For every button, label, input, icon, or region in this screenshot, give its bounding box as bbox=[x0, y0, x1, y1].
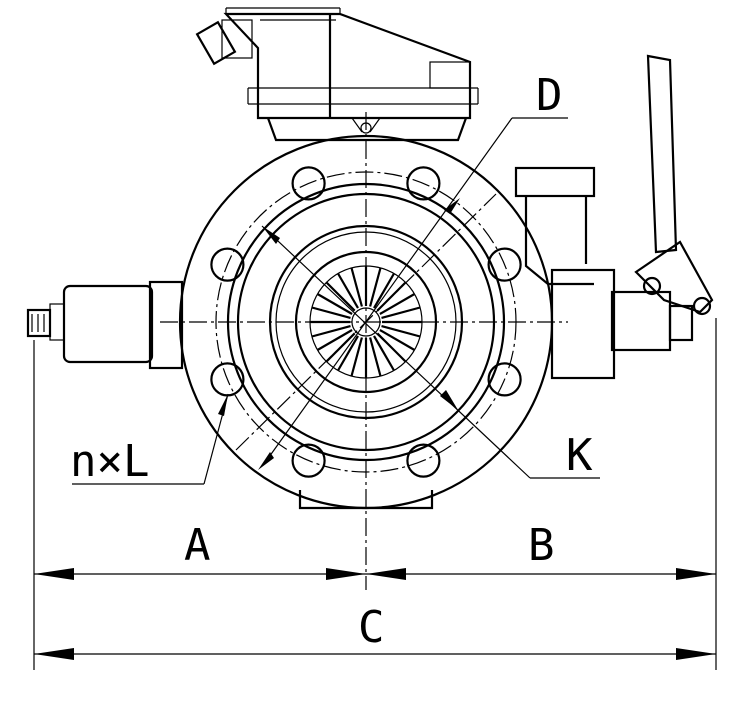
label-nxl: n×L bbox=[70, 436, 149, 487]
spoke bbox=[373, 272, 395, 309]
right-valve-assembly bbox=[514, 54, 714, 380]
spoke bbox=[350, 267, 363, 307]
arrowhead-c-left bbox=[34, 648, 74, 660]
arrowhead-nxl bbox=[218, 394, 228, 416]
arrowhead-d-upper bbox=[444, 198, 460, 214]
label-k: K bbox=[566, 430, 593, 481]
arrowhead-b-left bbox=[366, 568, 406, 580]
bolt-hole bbox=[210, 247, 245, 282]
arrowhead-k-upper bbox=[262, 226, 280, 244]
arrowhead-d-lower bbox=[258, 452, 274, 470]
left-connector bbox=[26, 280, 184, 370]
arrowhead-a-right bbox=[326, 568, 366, 580]
spoke bbox=[316, 293, 353, 315]
label-c: C bbox=[358, 602, 385, 653]
label-a: A bbox=[184, 520, 211, 571]
spoke bbox=[381, 306, 421, 319]
bolt-hole bbox=[291, 166, 326, 201]
spoke bbox=[311, 306, 351, 319]
bolt-hole bbox=[487, 362, 522, 397]
spoke bbox=[337, 272, 359, 309]
bolt-hole bbox=[487, 247, 522, 282]
spoke bbox=[325, 281, 356, 312]
leader-d bbox=[258, 117, 568, 470]
spoke bbox=[316, 329, 353, 351]
electronics-enclosure bbox=[195, 7, 479, 142]
spoke bbox=[350, 337, 363, 377]
spoke bbox=[379, 293, 416, 315]
arrowhead-b-right bbox=[676, 568, 716, 580]
arrowhead-k-lower bbox=[440, 390, 458, 410]
spoke bbox=[311, 325, 351, 338]
spoke bbox=[337, 335, 359, 372]
dimension-lines bbox=[33, 318, 717, 670]
bolt-hole bbox=[406, 166, 441, 201]
label-d: D bbox=[536, 70, 563, 121]
label-b: B bbox=[528, 520, 555, 571]
spoke bbox=[369, 267, 382, 307]
spoke bbox=[373, 335, 395, 372]
spoke bbox=[381, 325, 421, 338]
dimension-arrows bbox=[34, 568, 716, 660]
arrowhead-c-right bbox=[676, 648, 716, 660]
arrowhead-a-left bbox=[34, 568, 74, 580]
bolt-hole bbox=[406, 443, 441, 478]
bolt-hole bbox=[291, 443, 326, 478]
leader-k bbox=[261, 225, 600, 479]
leader-nxl bbox=[72, 393, 229, 485]
spoke bbox=[369, 337, 382, 377]
bolt-holes bbox=[210, 166, 522, 478]
spoke bbox=[379, 329, 416, 351]
